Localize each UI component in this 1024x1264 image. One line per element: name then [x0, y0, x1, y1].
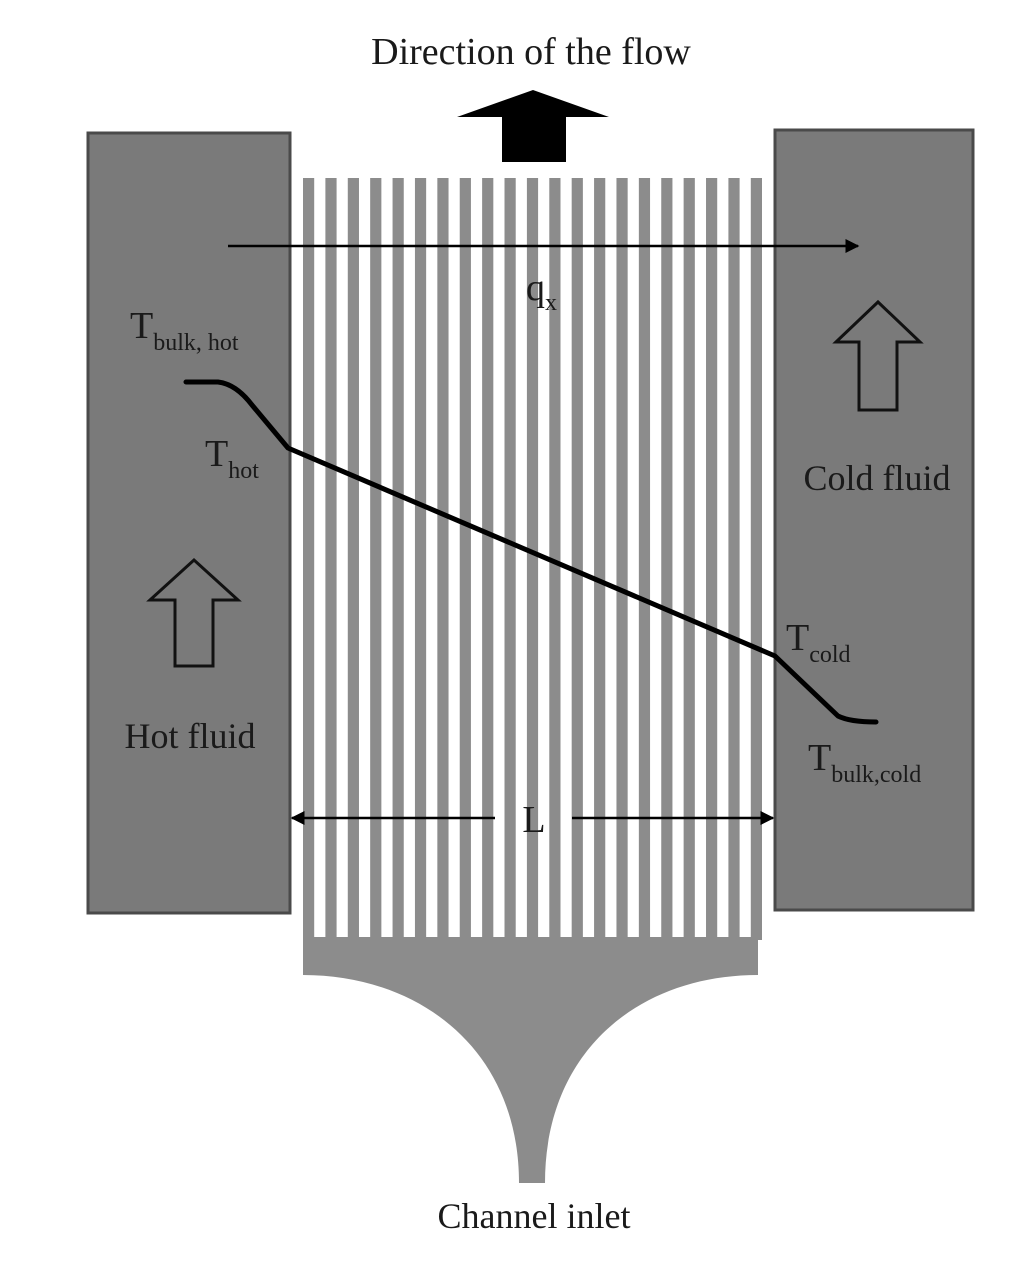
flow-direction-label: Direction of the flow [371, 31, 691, 73]
t-cold-subscript: cold [809, 642, 850, 668]
channel-fin [303, 178, 315, 940]
cold-fluid-label: Cold fluid [803, 458, 950, 498]
flow-direction-arrow [457, 90, 609, 162]
channel-fin [683, 178, 695, 940]
t-bulk-cold-subscript: bulk,cold [831, 762, 921, 788]
heat-flux-subscript: x [545, 290, 557, 316]
t-bulk-cold-label: Tbulk,cold [808, 737, 921, 788]
channel-fin [594, 178, 606, 940]
channel-fin [571, 178, 583, 940]
cold-fluid-arrow-icon [832, 299, 924, 412]
channel-fin [325, 178, 337, 940]
channel-fin [437, 178, 449, 940]
t-cold-label: Tcold [786, 617, 851, 668]
t-bulk-cold-symbol: T [808, 737, 831, 779]
channel-fin [638, 178, 651, 940]
channel-fin [526, 178, 539, 940]
channel-inlet-manifold [303, 937, 758, 1183]
channel-fin [750, 178, 762, 940]
channel-fin [549, 178, 561, 940]
hot-fluid-arrow-icon [146, 557, 242, 668]
cold-fluid-wall [773, 128, 975, 912]
channel-inlet-label: Channel inlet [438, 1196, 631, 1236]
heat-flux-symbol: q [526, 267, 545, 309]
t-hot-symbol: T [205, 433, 228, 475]
length-label: L [522, 799, 545, 841]
heat-flux-label: qx [526, 267, 557, 316]
channel-fin [459, 178, 471, 940]
channel-fin [414, 178, 427, 940]
temperature-profile-line [183, 379, 879, 725]
channel-fin [504, 178, 516, 940]
t-hot-label: Thot [205, 433, 259, 484]
t-hot-subscript: hot [228, 458, 259, 484]
hot-fluid-label: Hot fluid [125, 716, 256, 756]
t-bulk-hot-symbol: T [130, 305, 153, 347]
t-cold-symbol: T [786, 617, 809, 659]
channel-fin [706, 178, 718, 940]
channel-fin [728, 178, 740, 940]
channel-fin [616, 178, 628, 940]
channel-fin [661, 178, 673, 940]
channel-fin [370, 178, 382, 940]
t-bulk-hot-label: Tbulk, hot [130, 305, 239, 356]
channel-fin [347, 178, 359, 940]
channel-fin [392, 178, 404, 940]
channel-fin [482, 178, 494, 940]
microchannel-fins [303, 178, 762, 940]
t-bulk-hot-subscript: bulk, hot [153, 330, 239, 356]
hot-fluid-wall [86, 131, 292, 915]
